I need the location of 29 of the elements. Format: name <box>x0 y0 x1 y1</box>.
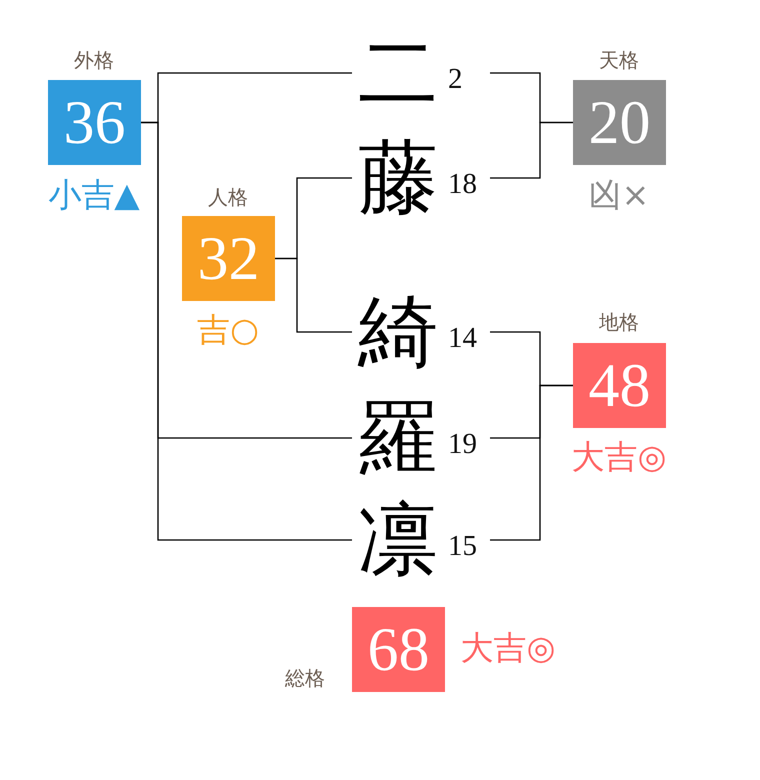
stroke-count: 18 <box>448 169 477 199</box>
name-character: 羅 <box>358 394 438 482</box>
score-box: 36 <box>48 80 141 165</box>
score-box: 68 <box>352 607 445 692</box>
category-label: 天格 <box>599 48 639 72</box>
name-character: 凛 <box>358 496 438 584</box>
score-box: 32 <box>182 216 275 301</box>
score-box: 48 <box>573 343 666 428</box>
name-character: 藤 <box>358 134 438 222</box>
category-label: 人格 <box>208 185 248 209</box>
stroke-count: 19 <box>448 429 477 459</box>
name-character: 綺 <box>358 288 438 376</box>
score-box: 20 <box>573 80 666 165</box>
connector-line <box>141 122 352 541</box>
category-label: 地格 <box>599 310 639 334</box>
category-label: 外格 <box>74 48 114 72</box>
fortune-label: 凶× <box>588 176 650 214</box>
stroke-count: 2 <box>448 64 462 94</box>
connector-line <box>490 122 573 179</box>
name-character: 二 <box>358 29 438 117</box>
category-label: 総格 <box>285 666 325 690</box>
connector-line <box>275 258 352 333</box>
stroke-count: 15 <box>448 531 477 561</box>
stroke-count: 14 <box>448 323 477 353</box>
connector-line <box>490 384 573 541</box>
fortune-label: 吉○ <box>197 311 259 349</box>
fortune-label: 大吉◎ <box>572 438 666 476</box>
fortune-label: 大吉◎ <box>460 629 556 667</box>
fortune-label: 小吉▲ <box>48 176 140 214</box>
